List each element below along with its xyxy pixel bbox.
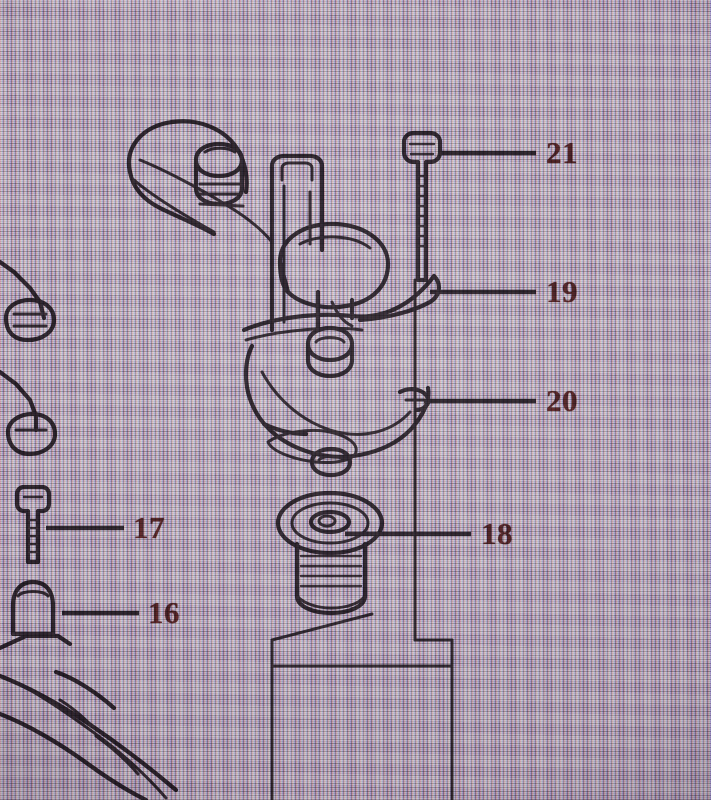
left-edge-partial-assembly [0,259,58,457]
part-17-bolt [14,484,52,565]
main-assembly-upper-body [126,119,391,333]
callout-number-18: 18 [481,516,513,551]
part-16-cap-nut [10,579,56,637]
callout-number-17: 17 [133,510,165,545]
bracket-plate-19-20 [241,273,441,478]
callout-number-21: 21 [546,135,578,170]
part-21-hex-bolt [401,130,443,283]
bottom-left-partial-assembly [0,633,179,800]
callout-leader-lines [46,150,536,616]
callout-number-19: 19 [546,274,578,309]
construction-lines [270,612,454,800]
callout-number-16: 16 [148,595,180,630]
part-18-filter-strainer [275,490,385,616]
callout-number-20: 20 [546,383,578,418]
